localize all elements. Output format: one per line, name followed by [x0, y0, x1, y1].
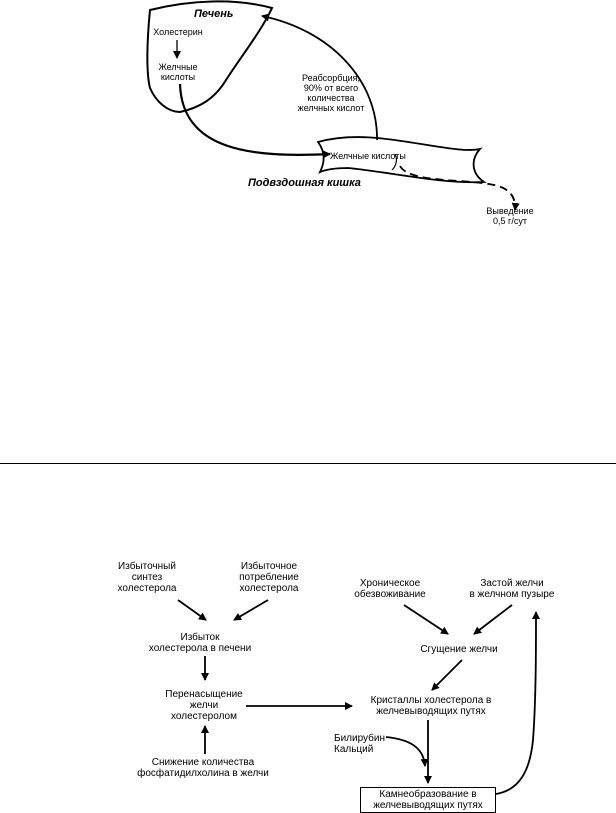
stasis-label: Застой желчи в желчном пузыре: [469, 578, 555, 600]
section-divider: [0, 463, 616, 464]
phosphatidylcholine-label: Снижение количества фосфатидилхолина в ж…: [137, 757, 269, 779]
arrow-dehydration-to-thickening: [403, 604, 449, 635]
dehydration-label: Хроническое обезвоживание: [354, 578, 426, 600]
thickening-label: Сгущение желчи: [420, 644, 498, 655]
ileum-title: Подвздошная кишка: [248, 177, 361, 189]
excess-intake-label: Избыточное потребление холестерола: [239, 561, 299, 594]
arrow-reabsorption: [261, 13, 378, 141]
intestine-shape: [316, 136, 487, 184]
cholesterol-label: Холестерин: [153, 27, 203, 37]
arrow-liver-to-intestine: [178, 83, 331, 159]
bilirubin-calcium-label: Билирубин Кальций: [334, 733, 385, 755]
liver-excess-label: Избыток холестерола в печени: [148, 632, 252, 654]
intestine-fold: [391, 153, 398, 171]
arrow-thickening-to-crystals: [431, 659, 463, 691]
arrow-stones-to-stasis: [495, 611, 540, 795]
supersaturation-label: Перенасыщение желчи холестеролом: [165, 689, 243, 722]
arrow-excretion: [399, 165, 520, 211]
excretion-label: Выведение 0,5 г/сут: [486, 206, 534, 226]
arrow-bilirubin-to-stones: [385, 736, 429, 767]
liver-bile-acids-label: Желчные кислоты: [158, 62, 198, 82]
liver-shape: [146, 0, 274, 114]
arrow-stasis-to-thickening: [473, 604, 513, 635]
excess-synthesis-label: Избыточный синтез холестерола: [117, 561, 177, 594]
intestine-bile-acids-label: Желчные кислоты: [330, 151, 406, 161]
arrow-synthesis-to-excess: [177, 599, 207, 621]
stones-box: Камнеобразование в желчевыводящих путях: [360, 787, 496, 813]
arrow-intake-to-excess: [233, 599, 269, 621]
liver-title: Печень: [194, 8, 234, 20]
crystals-label: Кристаллы холестерола в желчевыводящих п…: [370, 695, 492, 717]
reabsorption-label: Реабсорбция, 90% от всего количества жел…: [297, 73, 365, 113]
